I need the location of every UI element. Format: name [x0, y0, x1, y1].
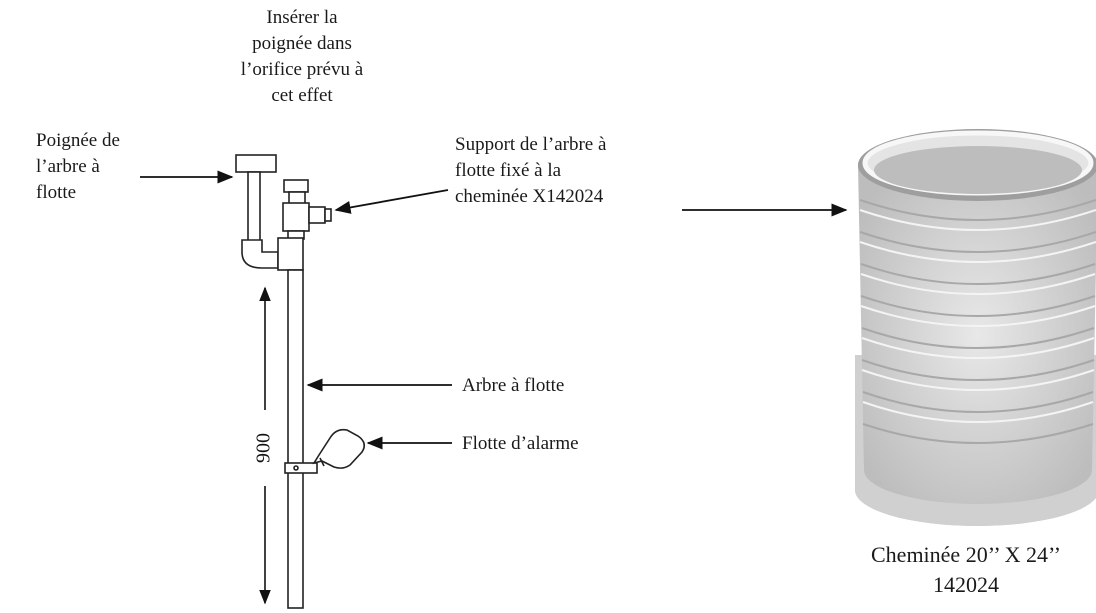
float-tree-handle-label: Poignée de l’arbre à flotte [36, 130, 120, 203]
float-tree-label: Arbre à flotte [462, 375, 565, 396]
handle-top [235, 154, 277, 173]
handle-elbow [241, 239, 279, 269]
alarm-float-label: Flotte d’alarme [462, 433, 579, 454]
handle-stem [247, 171, 261, 245]
alarm-float-body [312, 428, 366, 469]
arrow-support [334, 189, 449, 214]
insert-handle-label: Insérer la poignée dans l’orifice prévu … [240, 7, 364, 106]
chimney-caption: Cheminée 20’’ X 24’’ 142024 [871, 542, 1061, 597]
support-body [282, 202, 310, 232]
support-label: Support de l’arbre à flotte fixé à la ch… [455, 134, 607, 207]
support-nut [308, 206, 326, 224]
chimney-image [855, 129, 1096, 526]
dimension-label: 900 [253, 433, 275, 463]
float-clip [284, 462, 318, 474]
main-pipe [287, 269, 304, 609]
tee-fitting [277, 237, 304, 271]
float-tree-assembly [235, 154, 366, 609]
support-top [283, 179, 309, 193]
